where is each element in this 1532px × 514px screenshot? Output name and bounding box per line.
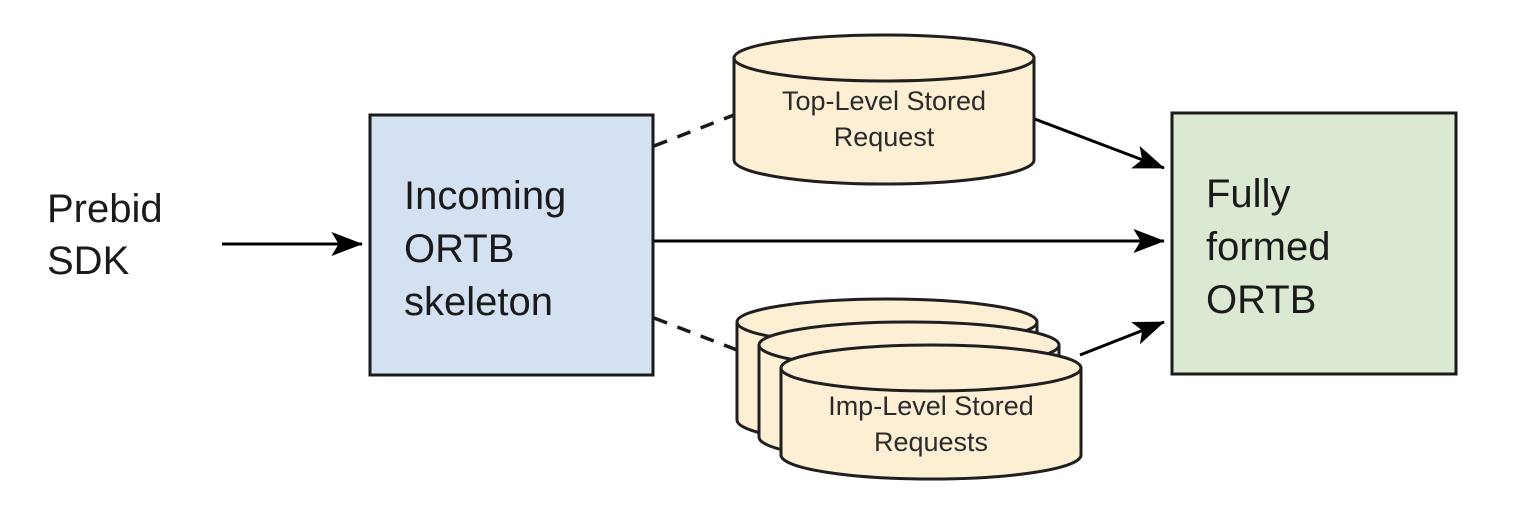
edge-top-level-store-to-output	[1031, 116, 1165, 170]
node-top-level-stored-request[interactable]: Top-Level Stored Request	[732, 33, 1036, 186]
top-level-stored-request-cylinder-top	[732, 33, 1036, 83]
prebid-sdk-line-1: Prebid	[47, 187, 163, 231]
top-level-stored-request-line-2: Request	[834, 122, 935, 152]
imp-level-stored-requests-line-2: Requests	[874, 427, 988, 457]
imp-cylinder-front-body[interactable]	[779, 366, 1083, 481]
imp-level-stored-requests-cylinder-front[interactable]	[779, 343, 1083, 481]
node-incoming-ortb-skeleton[interactable]: Incoming ORTB skeleton	[368, 113, 655, 377]
fully-formed-ortb-line-3: ORTB	[1206, 278, 1316, 322]
top-level-stored-request-cylinder-body[interactable]	[732, 56, 1036, 186]
fully-formed-ortb-box[interactable]	[1170, 111, 1458, 376]
node-imp-level-stored-requests[interactable]: Imp-Level Stored Requests	[735, 297, 1083, 481]
imp-level-stored-requests-line-1: Imp-Level Stored	[828, 391, 1034, 421]
incoming-ortb-skeleton-line-1: Incoming	[404, 174, 566, 218]
fully-formed-ortb-line-1: Fully	[1206, 172, 1290, 216]
imp-cylinder-front-top	[779, 343, 1083, 393]
incoming-ortb-skeleton-line-3: skeleton	[404, 280, 553, 324]
edge-imp-level-store-to-output	[1079, 320, 1165, 357]
incoming-ortb-skeleton-line-2: ORTB	[404, 227, 514, 271]
edge-incoming-to-top-level-store	[653, 113, 735, 148]
prebid-sdk-line-2: SDK	[47, 239, 130, 283]
node-fully-formed-ortb[interactable]: Fully formed ORTB	[1170, 111, 1458, 376]
node-prebid-sdk: Prebid SDK	[47, 187, 163, 283]
top-level-stored-request-line-1: Top-Level Stored	[782, 86, 986, 116]
incoming-ortb-skeleton-box[interactable]	[368, 113, 655, 377]
fully-formed-ortb-line-2: formed	[1206, 225, 1331, 269]
